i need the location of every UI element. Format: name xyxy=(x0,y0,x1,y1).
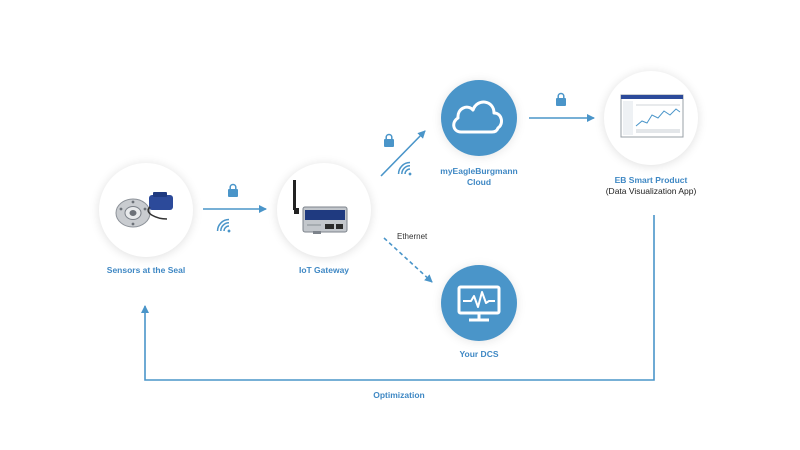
optimization-label: Optimization xyxy=(373,390,425,400)
gateway-node xyxy=(277,163,371,257)
product-node xyxy=(604,71,698,165)
sensor-seal-image xyxy=(115,192,173,228)
lock-icon xyxy=(228,183,238,197)
lock-icon xyxy=(384,133,394,147)
cloud-label-line1: myEagleBurgmann xyxy=(440,166,518,176)
dashboard-screenshot-image xyxy=(620,94,684,138)
cloud-icon xyxy=(452,100,503,134)
cloud-node xyxy=(441,80,517,156)
arrow-gateway-to-dcs-dashed xyxy=(383,237,433,283)
sensors-label: Sensors at the Seal xyxy=(106,265,186,275)
dcs-label: Your DCS xyxy=(459,349,499,359)
product-sublabel: (Data Visualization App) xyxy=(605,186,697,196)
ethernet-label: Ethernet xyxy=(397,232,428,241)
gateway-label: IoT Gateway xyxy=(298,265,350,275)
gateway-device-image xyxy=(293,180,348,234)
product-label: EB Smart Product xyxy=(614,175,688,185)
wifi-icon xyxy=(397,161,412,176)
arrow-gateway-to-cloud xyxy=(380,130,426,177)
optimization-feedback-loop xyxy=(141,215,655,381)
cloud-label-line2: Cloud xyxy=(466,177,492,187)
wifi-icon xyxy=(216,218,231,233)
dcs-node xyxy=(441,265,517,341)
monitor-pulse-icon xyxy=(457,285,501,322)
lock-icon xyxy=(556,92,566,106)
sensors-node xyxy=(99,163,193,257)
cloud-label: myEagleBurgmann Cloud xyxy=(429,166,529,188)
